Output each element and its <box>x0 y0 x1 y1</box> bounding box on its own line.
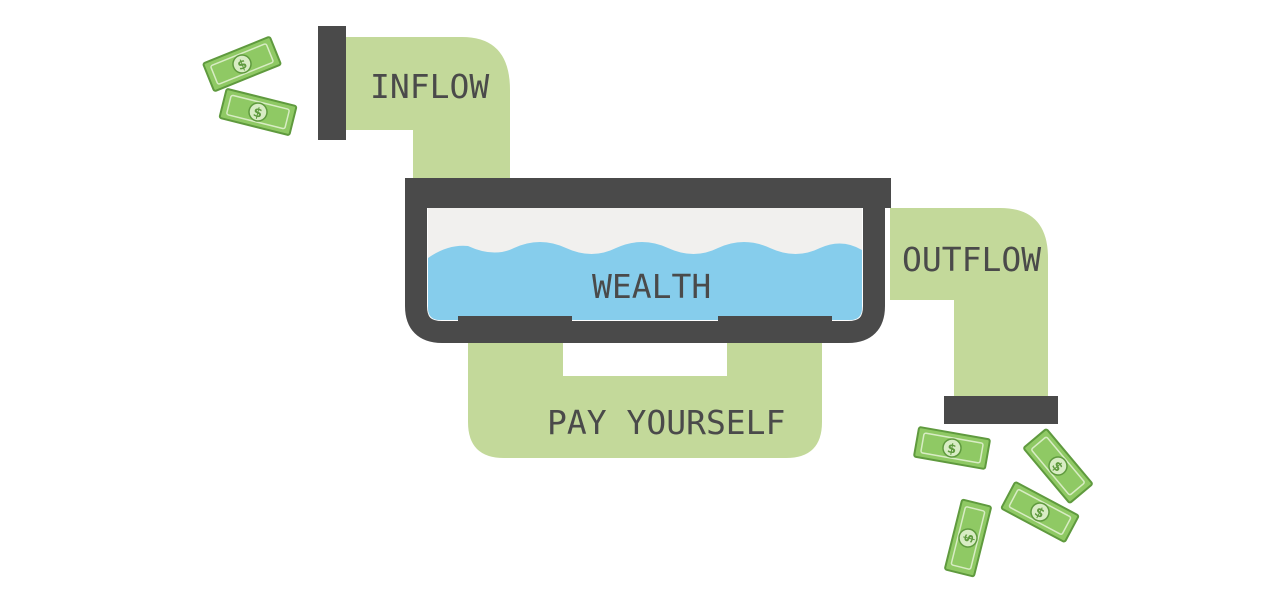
outflow-label: OUTFLOW <box>902 240 1041 279</box>
inflow-pipe <box>318 26 510 180</box>
wealth-water <box>428 242 862 320</box>
pay-yourself-label: PAY YOURSELF <box>547 403 785 442</box>
wealth-tub <box>405 178 891 343</box>
pay-yourself-inlet-valve <box>718 316 832 342</box>
money-bill-icon <box>218 87 298 137</box>
outflow-pipe <box>890 208 1058 424</box>
inflow-label: INFLOW <box>370 67 489 106</box>
money-bill-icon <box>202 35 282 93</box>
pay-yourself-pipe <box>468 338 822 458</box>
wealth-label: WEALTH <box>592 267 711 306</box>
money-bill-icon <box>912 425 992 471</box>
pay-yourself-outlet-valve <box>458 316 572 342</box>
money-bill-icon <box>943 498 993 578</box>
